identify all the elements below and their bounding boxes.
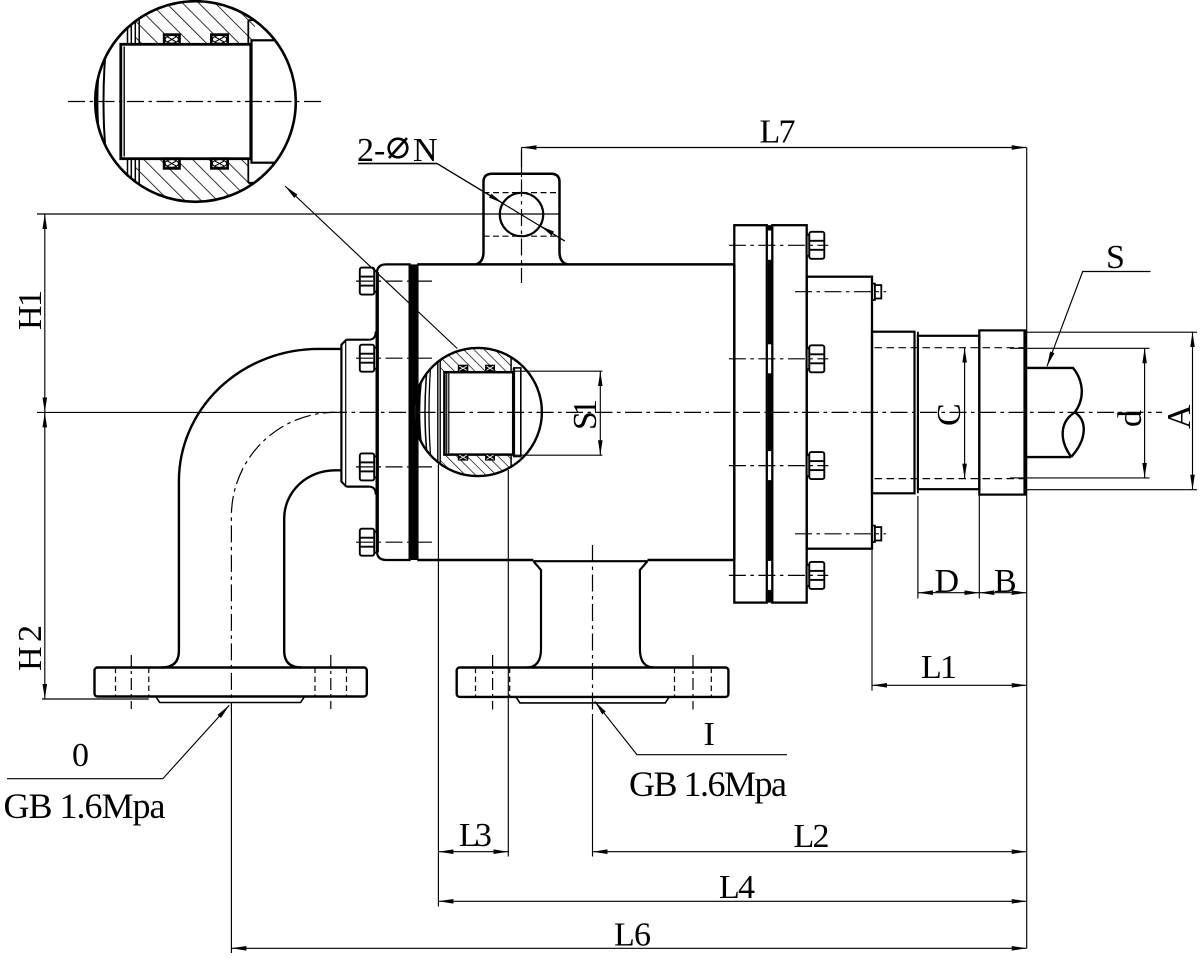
svg-text:L3: L3 <box>459 817 492 854</box>
svg-text:B: B <box>994 563 1017 600</box>
svg-text:GB 1.6Mpa: GB 1.6Mpa <box>629 764 787 804</box>
svg-text:L2: L2 <box>794 818 830 855</box>
svg-text:GB 1.6Mpa: GB 1.6Mpa <box>4 786 166 826</box>
svg-text:S1: S1 <box>567 399 604 430</box>
svg-text:I: I <box>704 716 715 753</box>
svg-text:L4: L4 <box>719 869 755 906</box>
svg-text:C: C <box>931 403 968 426</box>
svg-text:L6: L6 <box>614 917 651 954</box>
svg-text:D: D <box>935 563 960 600</box>
svg-text:H2: H2 <box>12 625 49 671</box>
svg-text:L1: L1 <box>921 649 957 686</box>
svg-text:H1: H1 <box>12 290 49 330</box>
svg-text:A: A <box>1161 404 1198 429</box>
svg-text:d: d <box>1112 410 1149 427</box>
svg-text:S: S <box>1106 239 1125 276</box>
svg-text:L7: L7 <box>760 114 796 151</box>
svg-text:0: 0 <box>72 737 89 774</box>
